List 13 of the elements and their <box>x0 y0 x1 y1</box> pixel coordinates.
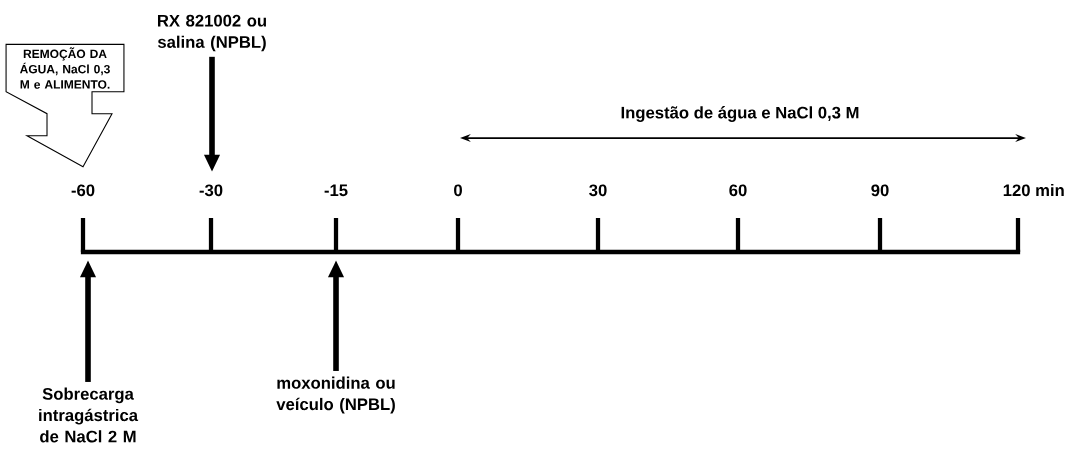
span-label: Ingestão de água e NaCl 0,3 M <box>621 106 859 122</box>
tick-label: 90 <box>871 184 889 197</box>
tick-label: -30 <box>199 184 223 197</box>
tick-label: -15 <box>324 184 348 197</box>
annotation-text: Sobrecarga intragástrica de NaCl 2 M <box>39 387 139 443</box>
callout-box: REMOÇÃO DA ÁGUA, NaCl 0,3 M e ALIMENTO. <box>5 43 125 168</box>
tick-label: -60 <box>71 184 95 197</box>
tick-label: 0 <box>454 184 462 197</box>
annotation-text: RX 821002 ou salina (NPBL) <box>157 14 266 52</box>
tick-label: 30 <box>589 184 607 197</box>
annotation-text: moxonidina ou veículo (NPBL) <box>276 376 395 414</box>
tick-label: 60 <box>729 184 747 197</box>
tick-label: 120 min <box>1003 183 1064 197</box>
